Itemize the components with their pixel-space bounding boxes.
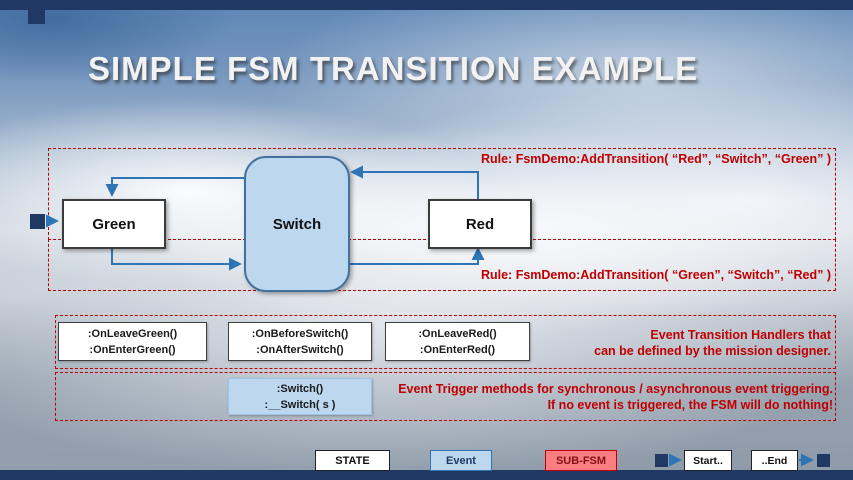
top-bar <box>0 0 853 10</box>
bottom-bar <box>0 470 853 480</box>
start-marker-square <box>30 214 45 229</box>
handler-red-line1: :OnLeaveRed() <box>418 327 497 340</box>
rule-text-red-switch-green: Rule: FsmDemo:AddTransition( “Red”, “Swi… <box>480 152 831 166</box>
state-node-green: Green <box>62 199 166 249</box>
handlers-dashed-box <box>55 315 836 369</box>
legend-subfsm-box: SUB-FSM <box>545 450 617 471</box>
legend-start-label: Start.. <box>684 450 732 471</box>
state-node-red-label: Red <box>465 215 495 233</box>
handlers-caption: Event Transition Handlers that can be de… <box>594 327 831 359</box>
trigger-caption-line2: If no event is triggered, the FSM will d… <box>547 398 833 412</box>
handler-card-red: :OnLeaveRed() :OnEnterRed() <box>385 322 530 361</box>
event-node-switch: Switch <box>244 156 350 292</box>
trigger-card-switch: :Switch() :__Switch( s ) <box>228 378 372 415</box>
handler-green-line1: :OnLeaveGreen() <box>87 327 178 340</box>
trigger-caption: Event Trigger methods for synchronous / … <box>398 381 833 413</box>
handler-red-line2: :OnEnterRed() <box>419 343 496 356</box>
slide-title: SIMPLE FSM TRANSITION EXAMPLE <box>88 50 699 87</box>
trigger-line1: :Switch() <box>276 382 324 395</box>
trigger-line2: :__Switch( s ) <box>264 398 336 411</box>
legend-end-label: ..End <box>751 450 798 471</box>
trigger-caption-line1: Event Trigger methods for synchronous / … <box>398 382 833 396</box>
handler-green-line2: :OnEnterGreen() <box>89 343 176 356</box>
trigger-dashed-box <box>55 372 836 421</box>
legend-end-square <box>817 454 830 467</box>
handler-card-green: :OnLeaveGreen() :OnEnterGreen() <box>58 322 207 361</box>
legend-state-box: STATE <box>315 450 390 471</box>
top-corner-square <box>28 7 45 24</box>
state-node-red: Red <box>428 199 532 249</box>
rule-text-green-switch-red: Rule: FsmDemo:AddTransition( “Green”, “S… <box>480 268 831 282</box>
handler-switch-line2: :OnAfterSwitch() <box>256 343 344 356</box>
handler-switch-line1: :OnBeforeSwitch() <box>251 327 349 340</box>
handlers-caption-line1: Event Transition Handlers that <box>650 328 831 342</box>
legend-event-box: Event <box>430 450 492 471</box>
handlers-caption-line2: can be defined by the mission designer. <box>594 344 831 358</box>
legend-start-square <box>655 454 668 467</box>
event-node-switch-label: Switch <box>272 215 322 233</box>
state-node-green-label: Green <box>92 215 136 233</box>
handler-card-switch: :OnBeforeSwitch() :OnAfterSwitch() <box>228 322 372 361</box>
